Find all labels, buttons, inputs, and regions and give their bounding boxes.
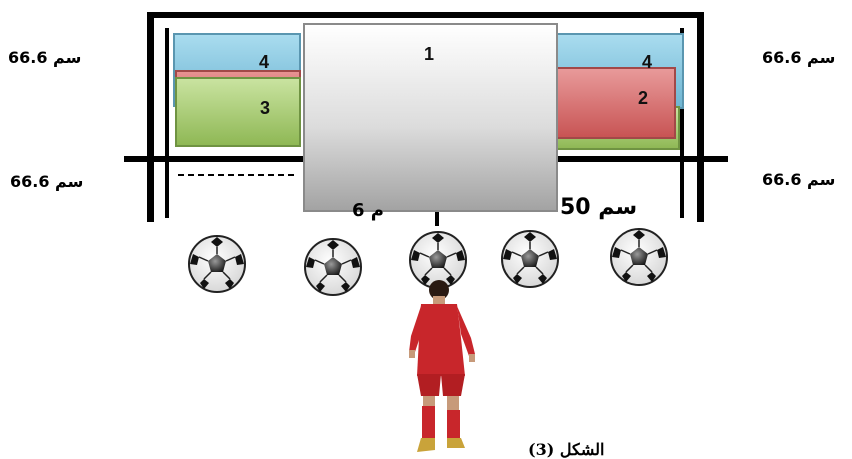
player-figure — [409, 280, 475, 452]
ball-1 — [187, 234, 247, 294]
goal-inner-post-left — [165, 28, 169, 218]
zone-4-left-number: 4 — [259, 52, 270, 72]
figure-caption: الشكل (3) — [528, 440, 605, 459]
zone-1 — [303, 23, 558, 212]
distance-label-right-bottom: 66.6 سم — [762, 170, 836, 189]
distance-label-left-bottom: 66.6 سم — [10, 172, 84, 191]
goal-inner-post-right — [680, 28, 684, 218]
zone-2 — [556, 67, 676, 139]
distance-label-right-top: 66.6 سم — [762, 48, 836, 67]
goal-post-left — [147, 12, 154, 222]
zone-1-number: 1 — [424, 44, 435, 64]
zone-2-number: 2 — [638, 88, 649, 108]
goal-post-right — [697, 12, 704, 222]
distance-label-center: 6 م — [352, 200, 384, 221]
center-marker — [435, 208, 439, 226]
distance-label-left-top: 66.6 سم — [8, 48, 82, 67]
zone-3-number: 3 — [260, 98, 271, 118]
ball-5 — [609, 227, 669, 287]
dashed-line — [178, 174, 294, 176]
ball-4 — [500, 229, 560, 289]
zone-3 — [175, 77, 301, 147]
zone-4-right-number: 4 — [642, 52, 653, 72]
distance-label-right-gap: 50 سم — [560, 195, 638, 220]
ball-2 — [303, 237, 363, 297]
goal-crossbar — [147, 12, 703, 18]
